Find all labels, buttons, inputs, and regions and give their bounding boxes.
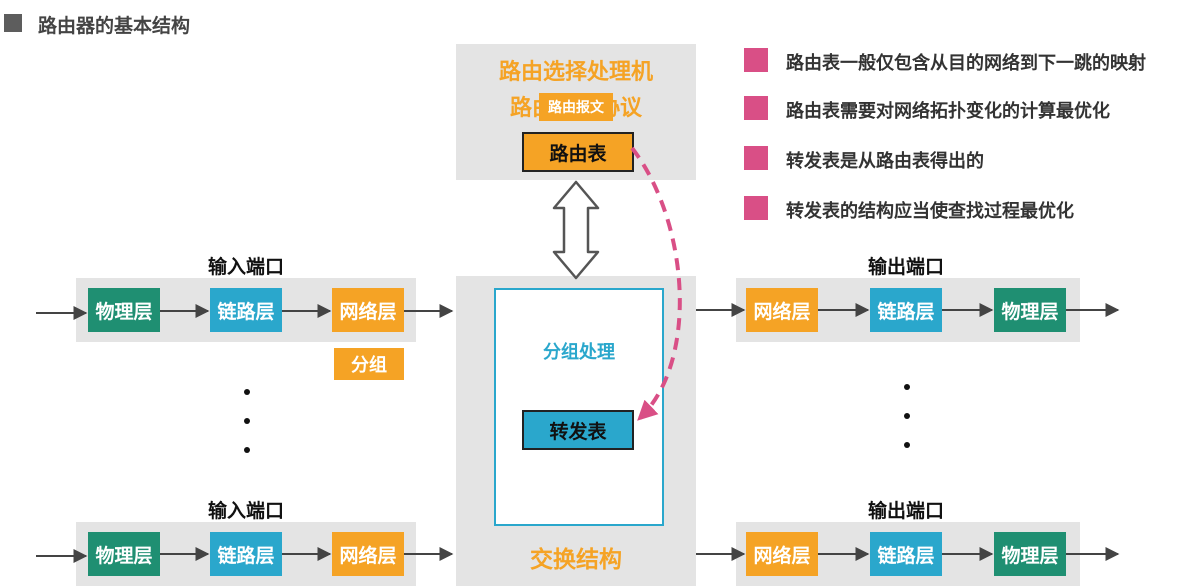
input-network-layer-bottom: 网络层 [332,532,404,576]
bullet-marker [744,196,768,220]
output-physical-layer-bottom: 物理层 [994,532,1066,576]
packet-processing-label: 分组处理 [543,342,615,363]
routing-message-label: 路由报文 [539,93,613,121]
ellipsis-dot [244,418,250,424]
page-title: 路由器的基本结构 [38,15,191,37]
input-physical-layer-top: 物理层 [88,288,160,332]
processor-fabric-double-arrow [552,180,600,280]
packet-label: 分组 [334,348,404,380]
routing-processor-title: 路由选择处理机 [498,60,653,85]
ellipsis-dot [904,442,910,448]
output-network-layer-top: 网络层 [746,288,818,332]
ellipsis-dot [244,389,250,395]
input-link-layer-top: 链路层 [210,288,282,332]
bullet-text-4: 转发表的结构应当使查找过程最优化 [786,201,1074,222]
bullet-text-1: 路由表一般仅包含从目的网络到下一跳的映射 [786,53,1146,74]
input-port-label-bottom: 输入端口 [207,500,284,522]
output-network-layer-bottom: 网络层 [746,532,818,576]
bullet-marker [744,48,768,72]
switch-fabric-inner-box [494,288,664,526]
routing-to-forwarding-dashed-arrow [630,146,682,421]
input-physical-layer-bottom: 物理层 [88,532,160,576]
ellipsis-dot [244,447,250,453]
forwarding-table-box: 转发表 [522,410,634,450]
input-network-layer-top: 网络层 [332,288,404,332]
ellipsis-dot [904,384,910,390]
routing-table-box: 路由表 [522,132,634,172]
input-port-label-top: 输入端口 [207,256,284,278]
output-physical-layer-top: 物理层 [994,288,1066,332]
output-port-label-bottom: 输出端口 [867,500,944,522]
title-marker [4,14,22,32]
bullet-text-2: 路由表需要对网络拓扑变化的计算最优化 [786,101,1110,122]
output-link-layer-bottom: 链路层 [870,532,942,576]
bullet-text-3: 转发表是从路由表得出的 [786,151,984,172]
output-link-layer-top: 链路层 [870,288,942,332]
switch-fabric-label: 交换结构 [530,547,622,573]
input-link-layer-bottom: 链路层 [210,532,282,576]
bullet-marker [744,96,768,120]
bullet-marker [744,146,768,170]
ellipsis-dot [904,413,910,419]
output-port-label-top: 输出端口 [867,256,944,278]
